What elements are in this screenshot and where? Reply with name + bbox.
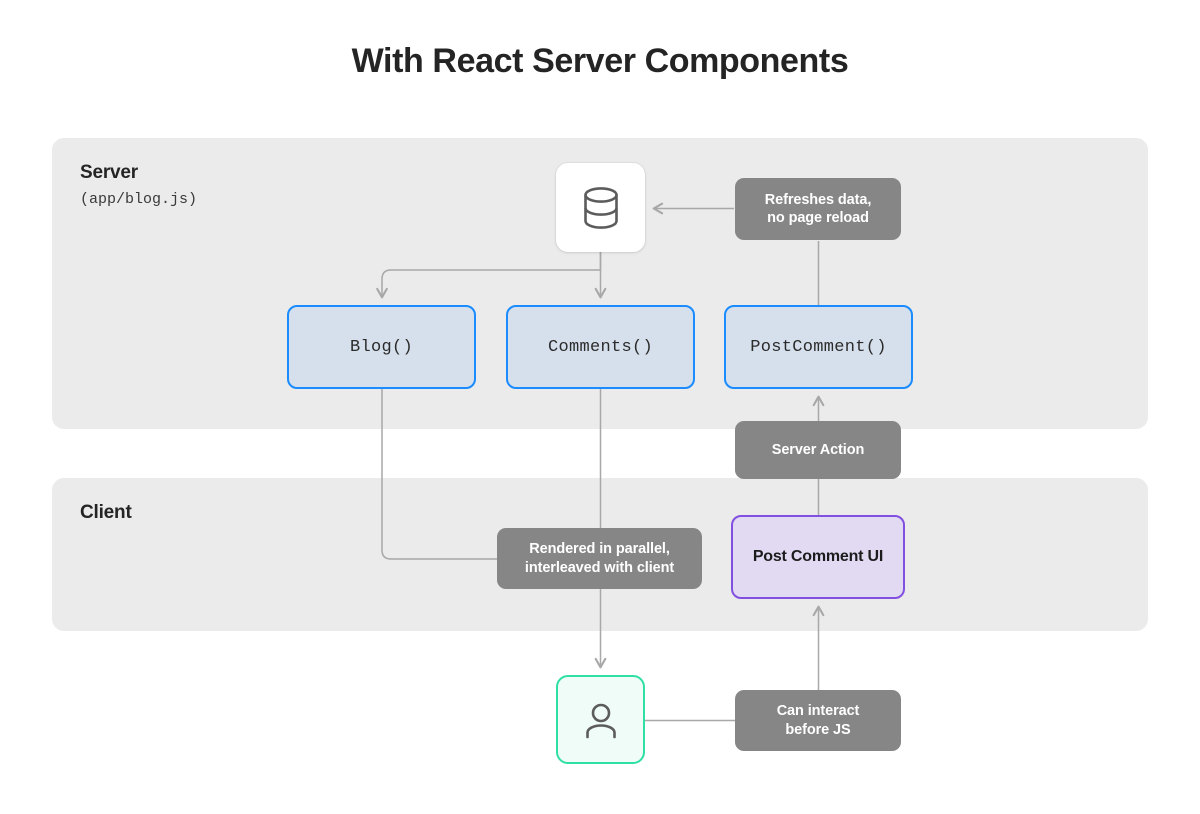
server-panel-label: Server: [80, 162, 138, 183]
server-component-comments[interactable]: Comments(): [506, 305, 695, 389]
server-component-postcomment-label: PostComment(): [750, 337, 887, 357]
rendered-parallel-text: Rendered in parallel, interleaved with c…: [525, 540, 674, 576]
user-icon: [585, 703, 616, 738]
rendered-parallel-note[interactable]: Rendered in parallel, interleaved with c…: [497, 528, 702, 589]
server-component-comments-label: Comments(): [547, 337, 654, 357]
can-interact-note[interactable]: Can interact before JS: [735, 690, 901, 751]
can-interact-line2: before JS: [785, 721, 851, 738]
page-title: With React Server Components: [351, 42, 849, 80]
client-component-post-comment-ui[interactable]: Post Comment UI: [731, 515, 905, 599]
refreshes-data-note[interactable]: Refreshes data, no page reload: [735, 178, 901, 240]
refreshes-data-line2: no page reload: [767, 210, 869, 226]
server-component-postcomment[interactable]: PostComment(): [724, 305, 913, 389]
rendered-parallel-line1: Rendered in parallel,: [529, 541, 670, 558]
server-action-note[interactable]: Server Action: [735, 421, 901, 479]
server-component-blog-label: Blog(): [349, 337, 413, 357]
refreshes-data-line1: Refreshes data,: [764, 191, 872, 208]
refreshes-data-text: Refreshes data, no page reload: [765, 191, 872, 227]
server-action-label: Server Action: [771, 441, 865, 458]
database-node[interactable]: [556, 163, 645, 252]
can-interact-text: Can interact before JS: [777, 702, 860, 738]
server-component-blog[interactable]: Blog(): [287, 305, 476, 389]
server-panel-sublabel: (app/blog.js): [80, 191, 198, 208]
can-interact-line1: Can interact: [776, 703, 860, 720]
post-comment-ui-label: Post Comment UI: [752, 548, 884, 565]
rendered-parallel-line2: interleaved with client: [524, 559, 675, 576]
database-icon: [583, 186, 618, 229]
client-panel-label: Client: [80, 502, 132, 523]
user-node[interactable]: [556, 675, 645, 764]
